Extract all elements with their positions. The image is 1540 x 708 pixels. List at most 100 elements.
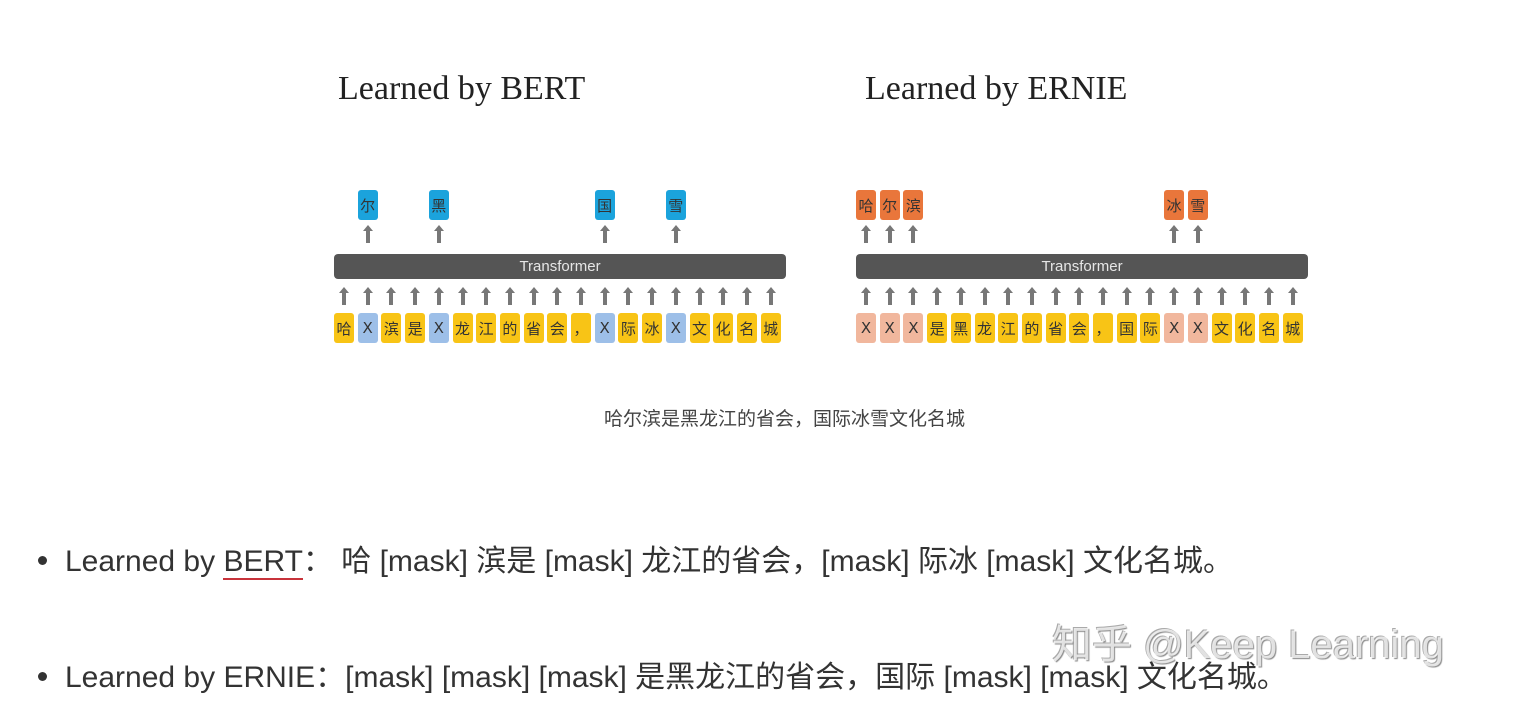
bullet-prefix: Learned by xyxy=(65,661,224,694)
up-arrow-icon xyxy=(504,287,515,305)
input-token: ， xyxy=(1093,313,1113,343)
up-arrow-icon xyxy=(576,287,586,305)
up-arrow-icon xyxy=(362,225,373,243)
up-arrow-icon xyxy=(908,225,919,243)
up-arrow-icon xyxy=(599,287,610,305)
transformer-bar: Transformer xyxy=(856,254,1308,279)
input-token: 会 xyxy=(1069,313,1090,343)
input-token: 名 xyxy=(1258,313,1279,343)
input-token: 是 xyxy=(927,313,948,343)
up-arrow-icon xyxy=(670,225,681,243)
up-arrow-icon xyxy=(1145,287,1156,305)
up-arrow-icon xyxy=(362,287,373,305)
bert-term-link[interactable]: BERT xyxy=(223,545,303,580)
masked-input-token: X xyxy=(665,313,686,343)
up-arrow-icon xyxy=(670,287,681,305)
input-token: 哈 xyxy=(334,313,354,343)
input-token: 会 xyxy=(547,313,568,343)
up-arrow-icon xyxy=(884,287,895,305)
up-arrow-icon xyxy=(979,287,990,305)
bullet-dot xyxy=(38,671,47,681)
predicted-token: 尔 xyxy=(357,190,378,220)
up-arrow-icon xyxy=(623,287,634,305)
input-token: 的 xyxy=(499,313,520,343)
up-arrow-icon xyxy=(481,287,492,305)
input-token: 城 xyxy=(760,313,781,343)
input-token: 江 xyxy=(476,313,497,343)
bullet-bert: Learned by BERT： 哈 [mask] 滨是 [mask] 龙江的省… xyxy=(38,536,1233,580)
up-arrow-icon xyxy=(1169,287,1180,305)
input-token: 名 xyxy=(736,313,757,343)
input-token: 化 xyxy=(713,313,734,343)
masked-input-token: X xyxy=(856,313,876,343)
input-token: 滨 xyxy=(381,313,402,343)
up-arrow-icon xyxy=(1050,287,1061,305)
up-arrow-icon xyxy=(884,225,895,243)
watermark: 知乎 @Keep Learning xyxy=(1052,623,1444,667)
input-token: 省 xyxy=(523,313,544,343)
ernie-title: Learned by ERNIE xyxy=(865,70,1128,107)
up-arrow-icon xyxy=(932,287,943,305)
masked-input-token: X xyxy=(1164,313,1185,343)
up-arrow-icon xyxy=(861,225,871,243)
up-arrow-icon xyxy=(410,287,421,305)
up-arrow-icon xyxy=(1098,287,1108,305)
transformer-bar: Transformer xyxy=(334,254,786,279)
input-token: 是 xyxy=(405,313,426,343)
input-token: 城 xyxy=(1282,313,1303,343)
bullet-text: ： 哈 [mask] 滨是 [mask] 龙江的省会，[mask] 际冰 [ma… xyxy=(302,545,1233,578)
predicted-token: 雪 xyxy=(665,190,686,220)
bullet-ernie: Learned by ERNIE：[mask] [mask] [mask] 是黑… xyxy=(38,652,1287,696)
up-arrow-icon xyxy=(718,287,729,305)
input-token: 文 xyxy=(689,313,710,343)
input-token: 省 xyxy=(1045,313,1066,343)
up-arrow-icon xyxy=(1192,225,1203,243)
input-token: 际 xyxy=(1140,313,1161,343)
up-arrow-icon xyxy=(599,225,610,243)
masked-input-token: X xyxy=(903,313,924,343)
bert-title: Learned by BERT xyxy=(338,70,586,107)
predicted-token: 哈 xyxy=(856,190,876,220)
predicted-token: 国 xyxy=(594,190,615,220)
up-arrow-icon xyxy=(1287,287,1298,305)
up-arrow-icon xyxy=(433,225,444,243)
input-token: 黑 xyxy=(950,313,971,343)
up-arrow-icon xyxy=(457,287,468,305)
up-arrow-icon xyxy=(1003,287,1014,305)
input-token: ， xyxy=(571,313,591,343)
bullet-prefix: Learned by xyxy=(65,545,224,578)
input-token: 文 xyxy=(1211,313,1232,343)
input-token: 龙 xyxy=(974,313,995,343)
input-token: 冰 xyxy=(642,313,663,343)
input-token: 际 xyxy=(618,313,639,343)
up-arrow-icon xyxy=(861,287,871,305)
up-arrow-icon xyxy=(647,287,658,305)
predicted-token: 冰 xyxy=(1164,190,1185,220)
input-token: 的 xyxy=(1021,313,1042,343)
up-arrow-icon xyxy=(1240,287,1251,305)
up-arrow-icon xyxy=(955,287,966,305)
masked-input-token: X xyxy=(879,313,900,343)
up-arrow-icon xyxy=(339,287,349,305)
predicted-token: 滨 xyxy=(903,190,924,220)
input-token: 化 xyxy=(1235,313,1256,343)
up-arrow-icon xyxy=(1074,287,1085,305)
up-arrow-icon xyxy=(765,287,776,305)
up-arrow-icon xyxy=(1192,287,1203,305)
up-arrow-icon xyxy=(1216,287,1227,305)
bullet-dot xyxy=(38,555,47,565)
up-arrow-icon xyxy=(1121,287,1132,305)
up-arrow-icon xyxy=(1263,287,1274,305)
up-arrow-icon xyxy=(694,287,705,305)
up-arrow-icon xyxy=(528,287,539,305)
masked-input-token: X xyxy=(428,313,449,343)
predicted-token: 黑 xyxy=(428,190,449,220)
masked-input-token: X xyxy=(594,313,615,343)
input-token: 国 xyxy=(1116,313,1137,343)
input-token: 龙 xyxy=(452,313,473,343)
up-arrow-icon xyxy=(908,287,919,305)
up-arrow-icon xyxy=(1169,225,1180,243)
ernie-term: ERNIE xyxy=(223,661,316,694)
